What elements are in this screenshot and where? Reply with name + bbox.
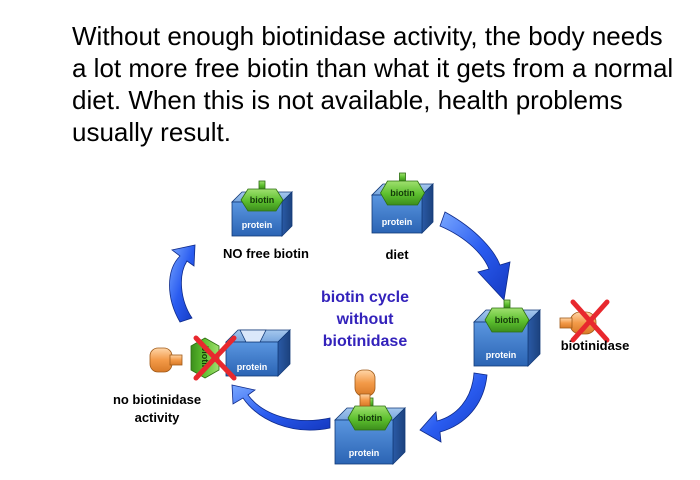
molecule-bottom: biotin protein (334, 397, 406, 465)
heading-text: Without enough biotinidase activity, the… (72, 21, 674, 147)
molecule-right: biotin protein (473, 299, 541, 367)
arrow-biotinidase-to-bottom (419, 372, 488, 443)
enzyme-bottom (354, 369, 376, 407)
biotin-label: biotin (358, 413, 383, 423)
biotin-label: biotin (390, 188, 415, 198)
center-text-line2: without (336, 311, 395, 328)
label-diet: diet (385, 247, 409, 262)
arrow-bottom-to-left (231, 384, 331, 431)
label-no-activity-line1: no biotinidase (113, 392, 201, 407)
protein-label: protein (242, 220, 273, 230)
cross-mark-left (193, 335, 237, 381)
biotin-hex (484, 307, 530, 333)
protein-label: protein (486, 350, 517, 360)
molecule-top-left: biotin protein (231, 180, 293, 237)
cross-mark-right (570, 299, 610, 343)
label-no-activity-line2: activity (135, 410, 181, 425)
protein-label: protein (349, 448, 380, 458)
arrow-left-to-top (169, 244, 196, 323)
label-biotinidase: biotinidase (561, 338, 630, 353)
biotin-hex-rotated: biotin (190, 337, 220, 379)
center-text-line1: biotin cycle (321, 289, 409, 306)
arrow-diet-to-biotinidase (439, 211, 511, 301)
biotin-label: biotin (200, 346, 210, 371)
protein-label: protein (382, 217, 413, 227)
protein-label: protein (237, 362, 268, 372)
enzyme-left (149, 347, 183, 373)
center-text-line3: biotinidase (323, 333, 408, 350)
protein-box-empty-left: protein (225, 329, 291, 377)
biotin-hex (380, 180, 425, 206)
biotin-label: biotin (495, 315, 520, 325)
molecule-diet: biotin protein (371, 172, 434, 234)
biotin-hex (347, 405, 393, 431)
label-no-free-biotin: NO free biotin (223, 246, 309, 261)
biotin-label: biotin (250, 195, 275, 205)
biotin-hex (240, 188, 284, 212)
